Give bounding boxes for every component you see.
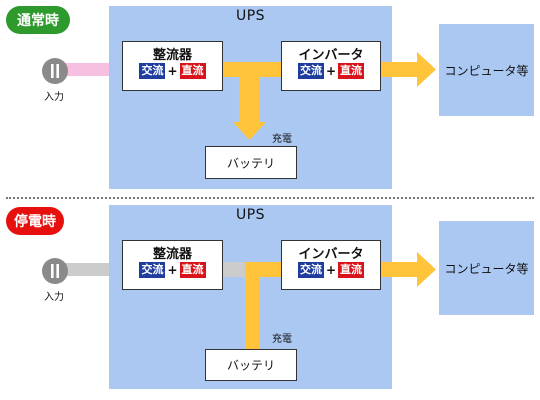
rectifier-box: 整流器 交流 + 直流 [122, 240, 223, 290]
input-label: 入力 [44, 92, 64, 103]
dc-tag: 直流 [338, 63, 365, 79]
arrow-to-computer [417, 252, 436, 287]
charge-label: 充電 [272, 334, 292, 345]
outage-mode-badge: 停電時 [6, 207, 64, 235]
battery-label: バッテリ [226, 358, 275, 373]
power-plug-icon [42, 58, 68, 84]
normal-mode-badge: 通常時 [6, 6, 70, 34]
rectifier-title: 整流器 [152, 247, 192, 262]
battery-box: バッテリ [205, 349, 297, 381]
power-flow-outage [223, 252, 436, 349]
computer-box: コンピュータ等 [439, 221, 534, 315]
inverter-title: インバータ [298, 48, 364, 63]
power-flow-normal [223, 52, 436, 140]
charge-label: 充電 [272, 134, 292, 145]
battery-box: バッテリ [205, 146, 297, 179]
utility-input-line [54, 63, 122, 76]
ac-tag: 交流 [297, 63, 324, 79]
arrow-to-computer [417, 52, 436, 87]
plus-sign: + [325, 64, 337, 78]
ac-tag: 交流 [139, 262, 166, 278]
flow-junction-to-inverter [245, 262, 281, 277]
power-plug-icon [42, 258, 68, 284]
arrow-to-battery [233, 122, 266, 140]
computer-box: コンピュータ等 [439, 24, 534, 116]
computer-label: コンピュータ等 [444, 261, 529, 276]
computer-label: コンピュータ等 [444, 63, 529, 78]
ac-tag: 交流 [297, 262, 324, 278]
rectifier-box: 整流器 交流 + 直流 [122, 41, 223, 91]
flow-battery-supply [245, 262, 260, 349]
plus-sign: + [167, 64, 178, 78]
ups-title: UPS [235, 207, 266, 223]
inverter-title: インバータ [298, 247, 364, 262]
dc-tag: 直流 [179, 63, 206, 79]
flow-charge-branch [239, 77, 260, 123]
dc-tag: 直流 [338, 262, 365, 278]
flow-to-computer [381, 62, 417, 77]
flow-to-computer [381, 262, 417, 277]
flow-rectifier-to-inverter [223, 62, 281, 77]
input-label: 入力 [44, 292, 64, 303]
battery-label: バッテリ [226, 156, 275, 170]
plus-sign: + [167, 263, 178, 277]
ups-title: UPS [235, 8, 266, 24]
ac-tag: 交流 [139, 63, 166, 79]
plus-sign: + [325, 263, 337, 277]
inverter-box: インバータ 交流 + 直流 [281, 240, 381, 290]
section-divider [6, 197, 534, 199]
dc-tag: 直流 [179, 262, 206, 278]
inverter-box: インバータ 交流 + 直流 [281, 41, 381, 91]
utility-input-line [54, 263, 122, 276]
rectifier-title: 整流器 [152, 48, 192, 63]
flow-rectifier-dead [223, 262, 245, 277]
